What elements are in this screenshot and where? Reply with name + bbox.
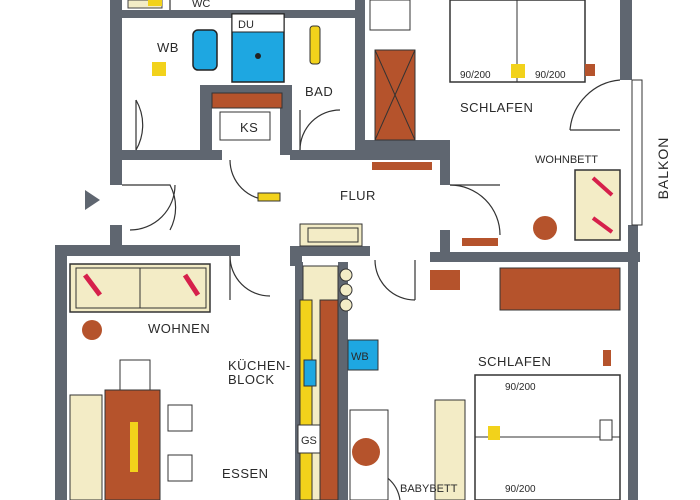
label-bed-size-4: 90/200	[505, 484, 536, 495]
walls	[55, 0, 640, 500]
label-bed-size-2: 90/200	[535, 70, 566, 81]
label-bad: BAD	[305, 84, 333, 99]
bedroom-top	[369, 0, 643, 246]
bedroom-bottom	[430, 267, 621, 500]
label-babybett: BABYBETT	[400, 483, 458, 495]
label-schlafen-top: SCHLAFEN	[460, 100, 533, 115]
label-flur: FLUR	[340, 188, 376, 203]
label-du: DU	[238, 19, 254, 31]
label-essen: ESSEN	[222, 466, 269, 481]
label-kuechen: KÜCHEN-	[228, 358, 291, 373]
label-bed-size-1: 90/200	[460, 70, 491, 81]
label-wb-bath: WB	[157, 40, 179, 55]
living-room	[69, 263, 211, 500]
label-bed-size-3: 90/200	[505, 382, 536, 393]
doors	[122, 0, 621, 500]
label-schlafen-bottom: SCHLAFEN	[478, 354, 551, 369]
label-wc: WC	[192, 0, 210, 10]
kitchen	[297, 265, 389, 500]
bathroom	[127, 0, 321, 202]
label-ks: KS	[240, 120, 258, 135]
label-gs: GS	[301, 435, 317, 447]
room-labels: WC WB DU BAD KS FLUR SCHLAFEN WOHNBETT B…	[148, 0, 671, 495]
corridor	[85, 162, 432, 247]
label-balkon: BALKON	[655, 137, 671, 200]
label-block: BLOCK	[228, 372, 275, 387]
label-wohnbett: WOHNBETT	[535, 154, 598, 166]
label-wb-kitchen: WB	[351, 351, 369, 363]
label-wohnen: WOHNEN	[148, 321, 210, 336]
